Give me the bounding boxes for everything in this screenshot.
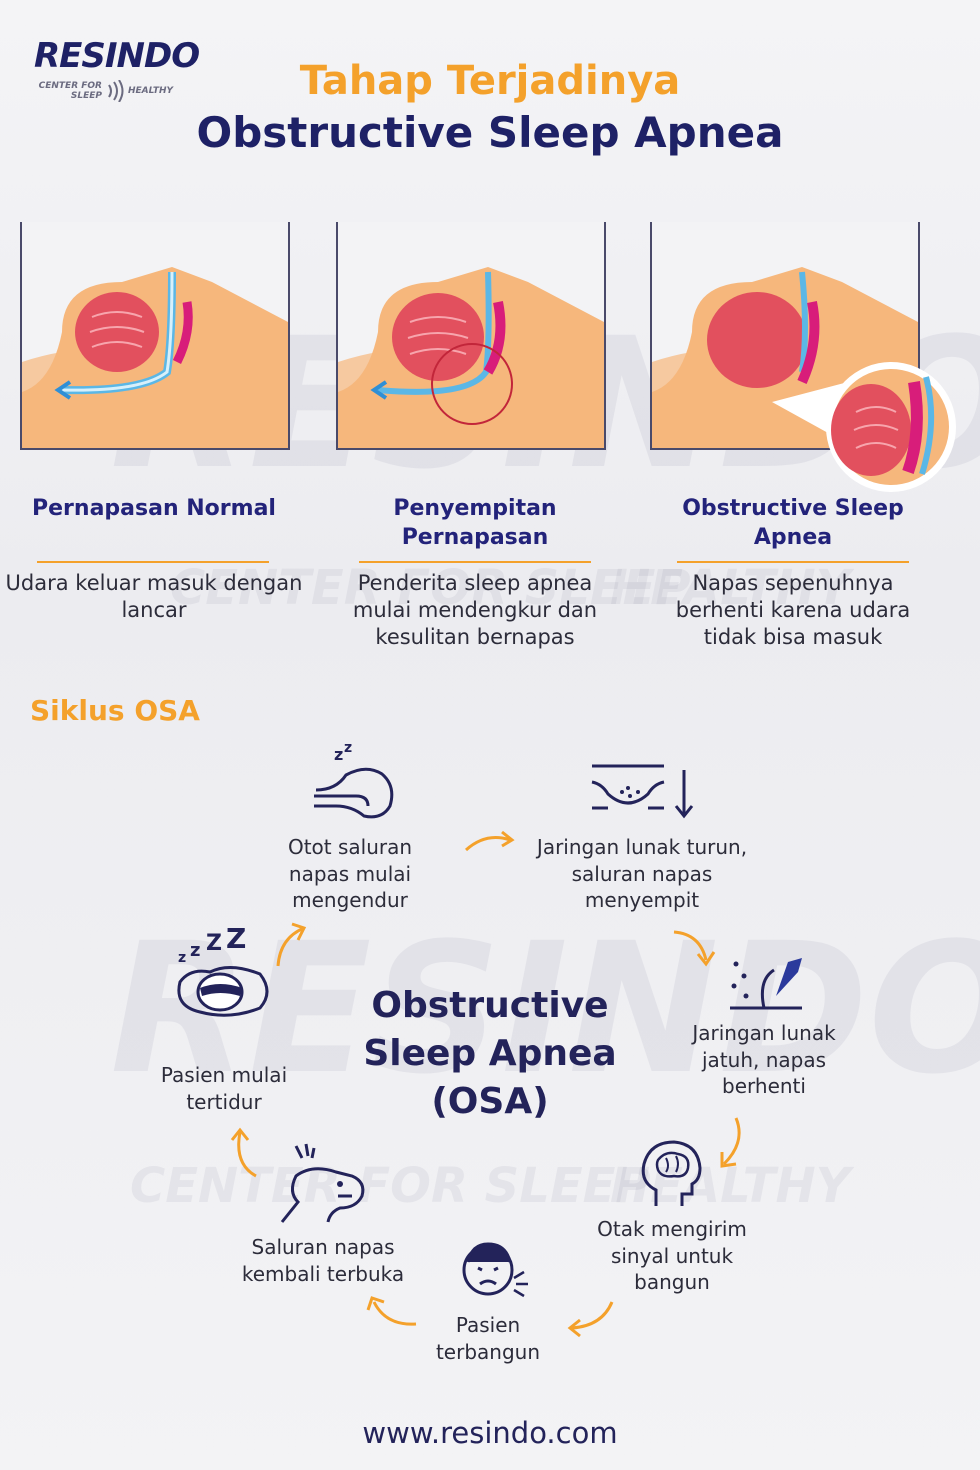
logo-wordmark: RESINDO [34, 36, 200, 76]
zoom-detail-circle [826, 362, 956, 492]
cycle-step-7-label: Pasien mulai tertidur [160, 1063, 288, 1114]
stage-2-divider [359, 561, 591, 563]
cycle-step-3-label: Jaringan lunak jatuh, napas berhenti [692, 1021, 836, 1098]
title-line-1: Tahap Terjadinya [299, 58, 681, 104]
cycle-step-1-label: Otot saluran napas mulai mengendur [287, 835, 413, 912]
awake-face-icon [452, 1232, 532, 1306]
svg-text:Z: Z [226, 922, 246, 955]
stage-3-title: Obstructive Sleep Apnea [682, 496, 904, 550]
soft-tissue-down-icon [588, 760, 700, 820]
cycle-arrow-5-icon [366, 1296, 417, 1326]
svg-text:z: z [344, 740, 352, 756]
brain-icon [636, 1138, 706, 1208]
logo-sub-right: HEALTHY [128, 86, 174, 96]
svg-text:Z: Z [206, 931, 222, 956]
svg-text:z: z [334, 745, 343, 764]
cycle-step-5-label: Pasien terbangun [435, 1313, 541, 1364]
open-airway-icon [278, 1142, 372, 1228]
stage-1-illustration [20, 222, 290, 450]
stage-3-description: Napas sepenuhnya berhenti karena udara t… [675, 571, 911, 649]
tissue-fall-icon [724, 950, 806, 1012]
relaxed-airway-icon: z z [306, 740, 398, 824]
stage-3-divider [677, 561, 909, 563]
cycle-arrow-7-icon [276, 922, 307, 967]
sleeping-icon: z z Z Z [170, 922, 280, 1022]
watermark-sub-left-2: CENTER FOR SLEEP [130, 1158, 651, 1214]
zoomed-obstruction-icon [831, 369, 949, 485]
cycle-center-title: Obstructive Sleep Apnea (OSA) [363, 985, 617, 1122]
cycle-step-4-label: Otak mengirim sinyal untuk bangun [597, 1217, 747, 1294]
stage-2-description: Penderita sleep apnea mulai mendengkur d… [352, 571, 598, 649]
title-line-2: Obstructive Sleep Apnea [196, 108, 784, 157]
svg-text:z: z [190, 940, 200, 961]
cycle-arrow-1-icon [464, 830, 515, 852]
logo-sub-left: CENTER FOR SLEEP [38, 81, 102, 101]
sound-waves-icon [108, 80, 124, 102]
cycle-step-6-label: Saluran napas kembali terbuka [241, 1235, 405, 1286]
stage-1-description: Udara keluar masuk dengan lancar [5, 571, 303, 622]
normal-breathing-illustration [22, 267, 288, 448]
cycle-arrow-3-icon [720, 1117, 741, 1168]
stage-1-title: Pernapasan Normal [32, 496, 276, 521]
cycle-arrow-2-icon [673, 930, 716, 967]
narrowing-airway-illustration [338, 267, 604, 448]
cycle-step-2-label: Jaringan lunak turun, saluran napas meny… [536, 835, 748, 912]
stage-1-divider [37, 561, 269, 563]
footer-url: www.resindo.com [362, 1416, 618, 1450]
logo-tagline: CENTER FOR SLEEP HEALTHY [34, 80, 194, 102]
resindo-logo: RESINDO CENTER FOR SLEEP HEALTHY [34, 36, 200, 102]
cycle-heading: Siklus OSA [30, 694, 200, 727]
cycle-arrow-4-icon [567, 1301, 614, 1338]
cycle-arrow-6-icon [230, 1127, 257, 1178]
stage-2-illustration [336, 222, 606, 450]
stage-2-title: Penyempitan Pernapasan [393, 496, 557, 550]
svg-text:z: z [178, 950, 186, 966]
